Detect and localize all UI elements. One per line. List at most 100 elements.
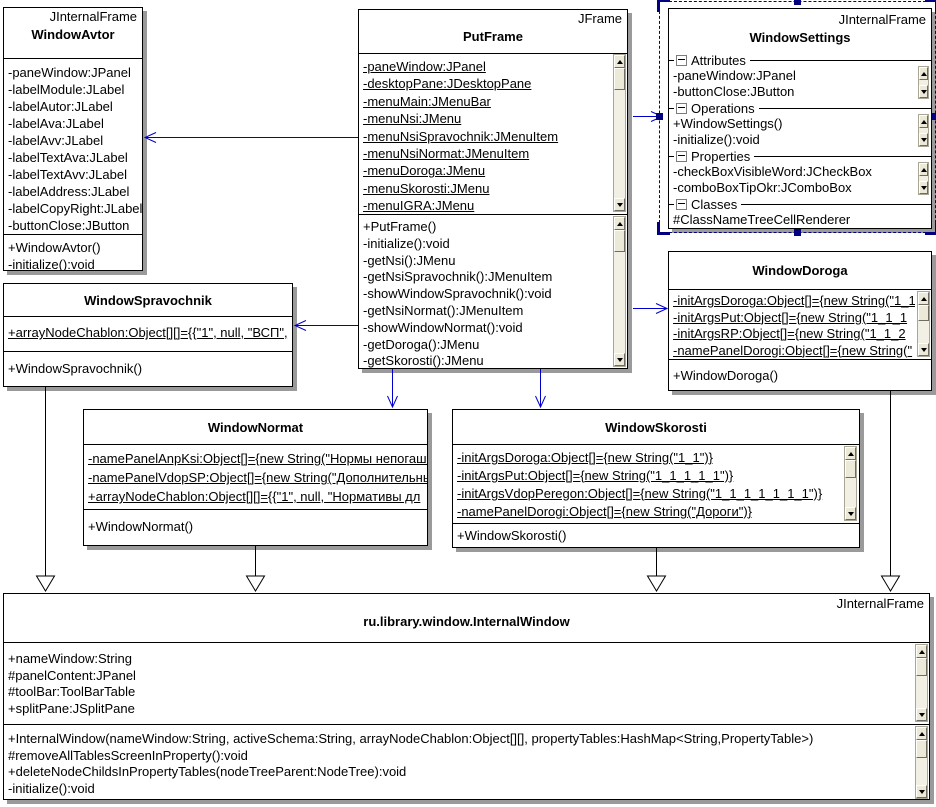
member-row[interactable]: -buttonClose:JButton (673, 84, 795, 99)
fields-scrollbar[interactable] (844, 446, 857, 521)
field-row[interactable]: -menuNsi:JMenu (363, 111, 462, 127)
dependency-putframe-to-windownormat[interactable] (387, 369, 398, 409)
field-row[interactable]: -initArgsRP:Object[]={new String("1_1_2 (673, 326, 906, 341)
collapse-icon[interactable] (676, 54, 687, 66)
method-row[interactable]: -getNsiNormat():JMenuItem (363, 302, 524, 318)
member-row[interactable]: -checkBoxVisibleWord:JCheckBox (673, 164, 872, 179)
field-row[interactable]: -paneWindow:JPanel (363, 59, 486, 74)
member-row[interactable]: #ClassNameTreeCellRenderer (673, 212, 851, 227)
method-row[interactable]: +PutFrame() (363, 219, 437, 234)
field-row[interactable]: #panelContent:JPanel (8, 667, 136, 683)
scroll-up-button[interactable] (919, 67, 928, 80)
class-name[interactable]: WindowNormat (207, 420, 304, 435)
field-row[interactable]: -labelAutor:JLabel (8, 99, 113, 114)
field-row[interactable]: -initArgsDoroga:Object[]={new String("1_… (457, 450, 713, 465)
method-row[interactable]: -getNsiSpravochnik():JMenuItem (363, 269, 553, 285)
fields-scrollbar[interactable] (613, 54, 626, 212)
scrollbar-thumb[interactable] (916, 740, 927, 758)
class-name[interactable]: ru.library.window.InternalWindow (363, 614, 570, 629)
field-row[interactable]: -initArgsPut:Object[]={new String("1_1_1 (673, 309, 908, 325)
field-row[interactable]: +nameWindow:String (8, 651, 132, 666)
scroll-up-button[interactable] (845, 447, 856, 460)
scrollbar-thumb[interactable] (614, 230, 625, 252)
class-name[interactable]: WindowAvtor (31, 27, 115, 42)
field-row[interactable]: -buttonClose:JButton (8, 218, 130, 233)
scroll-up-button[interactable] (916, 727, 927, 740)
method-row[interactable]: +WindowAvtor() (8, 240, 101, 255)
field-row[interactable]: -labelTextAva:JLabel (8, 150, 128, 165)
scroll-down-button[interactable] (916, 708, 927, 721)
method-row[interactable]: -initialize():void (8, 780, 95, 796)
class-box-windowsettings[interactable]: JInternalFrame WindowSettings Attributes… (668, 8, 932, 229)
field-row[interactable]: +arrayNodeChablon:Object[][]={{"1", null… (8, 325, 288, 340)
scroll-down-button[interactable] (919, 181, 928, 194)
scroll-up-button[interactable] (919, 115, 928, 128)
method-row[interactable]: +WindowDoroga() (673, 368, 779, 383)
field-row[interactable]: -initArgsPut:Object[]={new String("1_1_1… (457, 468, 734, 483)
fields-scrollbar[interactable] (915, 644, 928, 722)
class-box-windowskorosti[interactable]: WindowSkorosti -initArgsDoroga:Object[]=… (452, 409, 860, 548)
field-row[interactable]: +splitPane:JSplitPane (8, 700, 135, 716)
field-row[interactable]: -initArgsVdopPeregon:Object[]={new Strin… (457, 486, 823, 501)
collapse-icon[interactable] (676, 102, 687, 114)
scroll-down-button[interactable] (919, 85, 928, 98)
scroll-up-button[interactable] (614, 217, 625, 230)
method-row[interactable]: +InternalWindow(nameWindow:String, activ… (8, 731, 814, 746)
method-row[interactable]: #removeAllTablesScreenInProperty():void (8, 747, 248, 763)
field-row[interactable]: -labelAvv:JLabel (8, 133, 104, 148)
field-row[interactable]: -menuNsiSpravochnik:JMenuItem (363, 128, 559, 144)
generalization-windowspravochnik-to-internalwindow[interactable] (35, 387, 56, 592)
field-row[interactable]: -menuNsiNormat:JMenuItem (363, 145, 530, 161)
field-row[interactable]: +arrayNodeChablon:Object[][]={{"1", null… (88, 489, 421, 504)
selection-handle[interactable] (656, 113, 663, 120)
collapse-icon[interactable] (676, 198, 687, 210)
methods-scrollbar[interactable] (613, 216, 626, 367)
class-box-putframe[interactable]: JFrame PutFrame -paneWindow:JPanel-deskt… (358, 9, 628, 369)
attributes-mini-scrollbar[interactable] (918, 66, 929, 99)
operations-mini-scrollbar[interactable] (918, 114, 929, 147)
scroll-up-button[interactable] (614, 55, 625, 68)
class-name[interactable]: WindowDoroga (752, 263, 848, 278)
group-header-classes[interactable]: Classes (669, 196, 931, 212)
scroll-down-button[interactable] (845, 507, 856, 520)
field-row[interactable]: -paneWindow:JPanel (8, 65, 131, 80)
method-row[interactable]: -showWindowNormat():void (363, 319, 523, 335)
class-name[interactable]: WindowSkorosti (605, 420, 707, 435)
field-row[interactable]: -labelAva:JLabel (8, 116, 104, 131)
field-row[interactable]: -labelCopyRight:JLabel (8, 201, 142, 216)
field-row[interactable]: -namePanelDorogi:Object[]={new String("Д… (457, 504, 753, 519)
scroll-down-button[interactable] (614, 353, 625, 366)
scroll-down-button[interactable] (614, 198, 625, 211)
class-box-windownormat[interactable]: WindowNormat -namePanelAnpKsi:Object[]={… (83, 409, 428, 546)
methods-scrollbar[interactable] (915, 726, 928, 799)
method-row[interactable]: +WindowSkorosti() (457, 528, 567, 543)
method-row[interactable]: -initialize():void (8, 257, 95, 270)
class-name[interactable]: WindowSpravochnik (84, 293, 212, 308)
scrollbar-thumb[interactable] (916, 658, 927, 676)
method-row[interactable]: +deleteNodeChildsInPropertyTables(nodeTr… (8, 764, 407, 779)
class-box-windowdoroga[interactable]: WindowDoroga -initArgsDoroga:Object[]={n… (668, 251, 932, 391)
group-header-properties[interactable]: Properties (669, 148, 931, 164)
scroll-up-button[interactable] (916, 645, 927, 658)
method-row[interactable]: -getDoroga():JMenu (363, 336, 480, 352)
method-row[interactable]: -initialize():void (363, 235, 450, 251)
properties-mini-scrollbar[interactable] (918, 162, 929, 195)
scroll-down-button[interactable] (918, 343, 929, 356)
field-row[interactable]: -namePanelVdopSP:Object[]={new String("Д… (88, 470, 427, 485)
class-box-internalwindow[interactable]: JInternalFrame ru.library.window.Interna… (3, 593, 930, 800)
field-row[interactable]: -labelModule:JLabel (8, 82, 125, 97)
class-name[interactable]: WindowSettings (749, 30, 851, 45)
field-row[interactable]: -namePanelAnpKsi:Object[]={new String("Н… (88, 451, 427, 466)
scrollbar-thumb[interactable] (614, 68, 625, 90)
member-row[interactable]: -initialize():void (673, 132, 760, 147)
group-header-operations[interactable]: Operations (669, 100, 931, 116)
dependency-putframe-to-windowdoroga[interactable] (633, 303, 669, 314)
member-row[interactable]: -comboBoxTipOkr:JComboBox (673, 180, 852, 195)
method-row[interactable]: -getNsi():JMenu (363, 252, 456, 268)
fields-scrollbar[interactable] (917, 291, 930, 357)
field-row[interactable]: -initArgsDoroga:Object[]={new String("1_… (673, 293, 915, 308)
generalization-windownormat-to-internalwindow[interactable] (245, 546, 266, 592)
field-row[interactable]: -menuIGRA:JMenu (363, 198, 475, 214)
dependency-putframe-to-windowspravochnik[interactable] (293, 320, 358, 331)
field-row[interactable]: -namePanelDorogi:Object[]={new String(" (673, 342, 913, 358)
